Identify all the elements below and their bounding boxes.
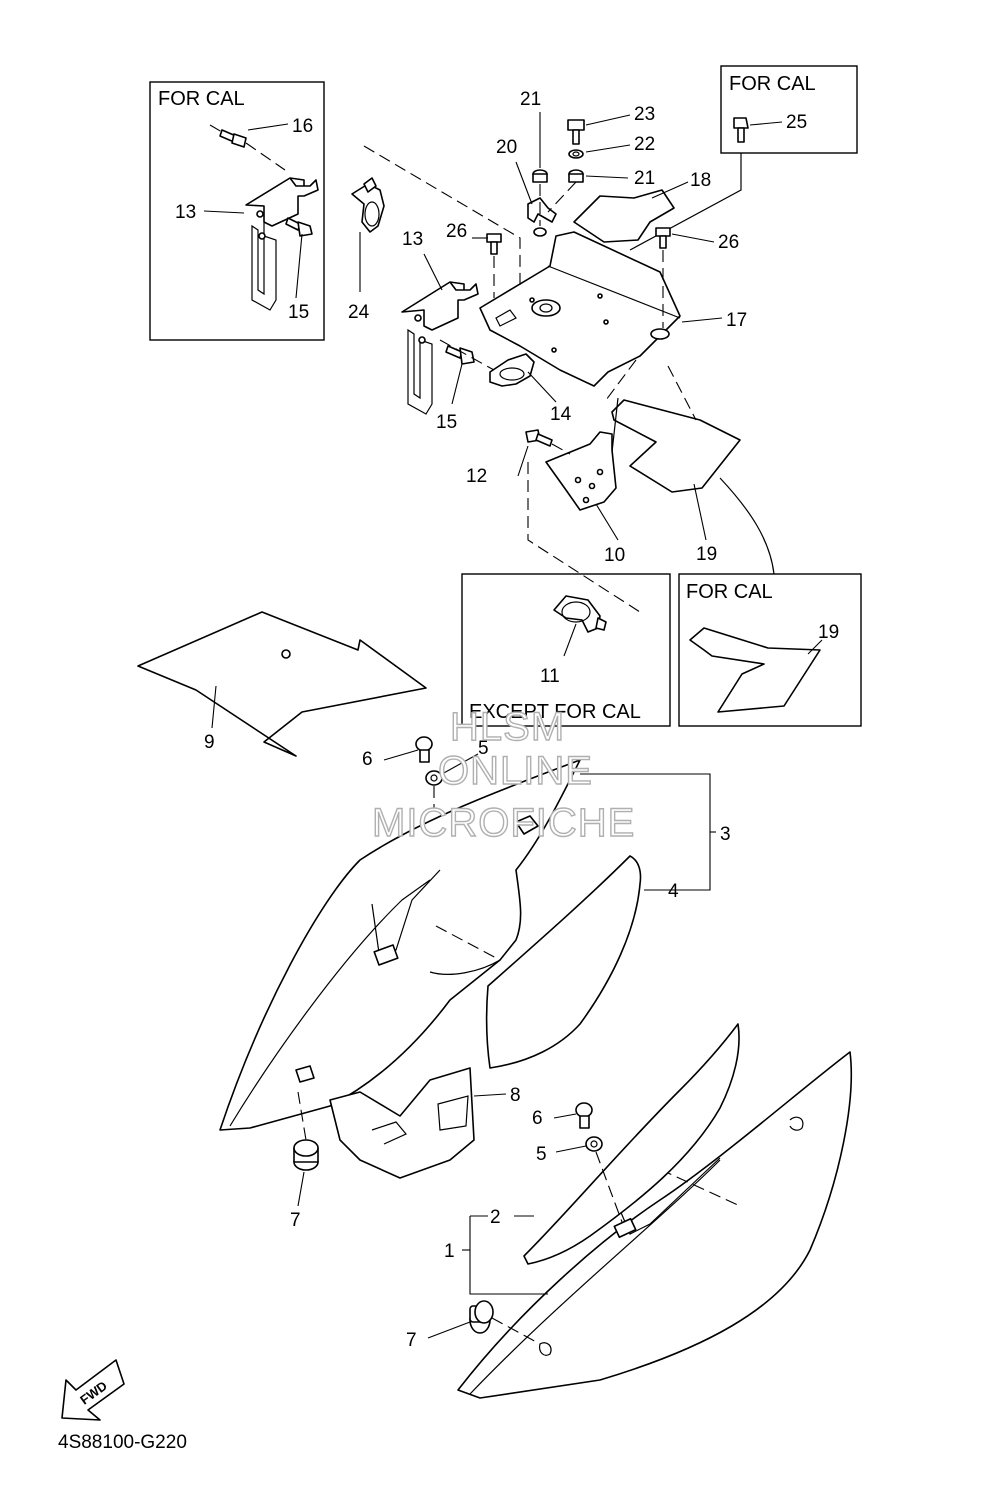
washer-5-top xyxy=(425,770,443,786)
fwd-arrow-icon: FWD xyxy=(61,1359,125,1421)
callout-1: 1 xyxy=(444,1241,455,1262)
callout-12: 12 xyxy=(466,466,487,487)
bolt-23 xyxy=(567,119,585,145)
side-cover-1 xyxy=(457,1051,853,1399)
callout-26-b: 26 xyxy=(718,232,739,253)
bolt-6-lower xyxy=(575,1102,593,1129)
pad-18 xyxy=(573,189,675,243)
for-cal-box-top-right xyxy=(720,65,858,154)
watermark-line-1: HLSM xyxy=(450,705,565,749)
bolt-15 xyxy=(445,345,475,365)
for-cal-box-bottom-right xyxy=(678,573,862,727)
callout-21-a: 21 xyxy=(520,89,541,110)
bracket-8 xyxy=(329,1067,475,1179)
callout-8: 8 xyxy=(510,1085,521,1106)
callout-4: 4 xyxy=(668,881,679,902)
emblem-4 xyxy=(485,855,642,1069)
callout-25: 25 xyxy=(786,112,807,133)
emblem-2 xyxy=(523,1023,740,1265)
callout-21-b: 21 xyxy=(634,168,655,189)
except-for-cal-box xyxy=(461,573,671,727)
bracket-10 xyxy=(545,431,617,511)
plate-17 xyxy=(479,231,681,387)
callout-13-cal: 13 xyxy=(175,202,196,223)
callout-20: 20 xyxy=(496,137,517,158)
bolt-26-a xyxy=(486,233,502,255)
except-for-cal-label: EXCEPT FOR CAL xyxy=(469,701,641,723)
washer-22 xyxy=(568,149,584,159)
callout-13: 13 xyxy=(402,229,423,250)
watermark-line-2: ONLINE xyxy=(438,749,593,793)
for-cal-box-left xyxy=(149,81,325,341)
bolt-16 xyxy=(219,129,247,148)
callout-22: 22 xyxy=(634,134,655,155)
callout-18: 18 xyxy=(690,170,711,191)
side-cover-3 xyxy=(219,759,581,1131)
callout-6-lower: 6 xyxy=(532,1108,543,1129)
callout-7-lower: 7 xyxy=(406,1330,417,1351)
callout-2: 2 xyxy=(490,1207,501,1228)
pad-9 xyxy=(137,611,427,757)
callout-5-lower: 5 xyxy=(536,1144,547,1165)
callout-10: 10 xyxy=(604,545,625,566)
callout-16: 16 xyxy=(292,116,313,137)
callout-9: 9 xyxy=(204,732,215,753)
clamp-11 xyxy=(553,595,607,633)
callout-19-cal: 19 xyxy=(818,622,839,643)
callout-17: 17 xyxy=(726,310,747,331)
callout-15: 15 xyxy=(436,412,457,433)
clamp-14 xyxy=(489,353,535,387)
clamp-24 xyxy=(351,177,385,233)
callout-3: 3 xyxy=(720,824,731,845)
callout-19: 19 xyxy=(696,544,717,565)
callout-23: 23 xyxy=(634,104,655,125)
bracket-13-cal xyxy=(245,177,319,311)
watermark-line-3: MICROFICHE xyxy=(372,801,635,845)
callout-5-top: 5 xyxy=(478,738,489,759)
for-cal-label-top-right: FOR CAL xyxy=(729,73,816,95)
bracket-20 xyxy=(527,197,557,237)
callout-6-top: 6 xyxy=(362,749,373,770)
grommet-7-top xyxy=(293,1139,319,1171)
grommet-7-lower xyxy=(469,1300,494,1334)
bolt-25 xyxy=(733,117,749,143)
callout-26-a: 26 xyxy=(446,221,467,242)
callout-7-top: 7 xyxy=(290,1210,301,1231)
callout-15-cal: 15 xyxy=(288,302,309,323)
bracket-13 xyxy=(401,281,479,415)
callout-24: 24 xyxy=(348,302,370,323)
for-cal-label-left: FOR CAL xyxy=(158,88,245,110)
collar-21-a xyxy=(532,169,548,183)
for-cal-label-bottom-right: FOR CAL xyxy=(686,581,773,603)
bolt-15-cal xyxy=(285,217,313,237)
bolt-26-b xyxy=(655,227,671,249)
callout-11: 11 xyxy=(540,666,560,687)
callout-14: 14 xyxy=(550,404,572,425)
bolt-12 xyxy=(525,429,553,447)
collar-21-b xyxy=(568,169,584,183)
pad-19-cal xyxy=(689,627,821,713)
bolt-6-top xyxy=(415,736,433,763)
washer-5-lower xyxy=(585,1136,603,1152)
diagram-code: 4S88100-G220 xyxy=(58,1432,187,1453)
